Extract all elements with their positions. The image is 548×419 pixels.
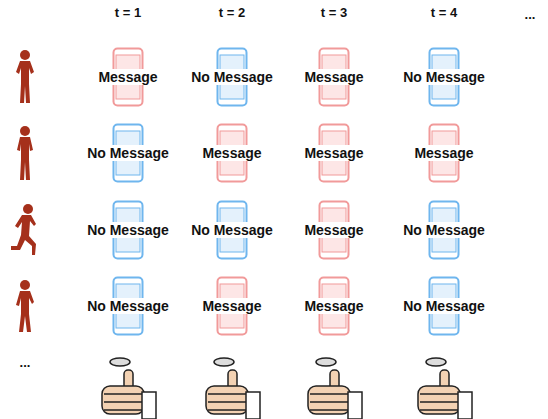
phone-box: Message [413,122,474,184]
phone-box: No Message [86,199,170,261]
phone-box: No Message [190,199,274,261]
phone-box: Message [303,199,364,261]
phone-box: No Message [86,275,170,337]
phone-label: No Message [190,222,274,238]
time-header: t = 4 [431,5,457,20]
phone-label: No Message [190,69,274,85]
coin-hands [102,358,472,419]
phone-box: Message [303,46,364,108]
phone-label: Message [303,298,364,314]
phone-box: No Message [402,275,486,337]
phone-label: Message [303,69,364,85]
phone-label: No Message [402,298,486,314]
phone-box: No Message [190,46,274,108]
phone-box: Message [201,275,262,337]
phone-box: Message [201,122,262,184]
phone-box: Message [97,46,158,108]
person-figures [11,50,36,332]
phone-label: Message [303,222,364,238]
phone-box: Message [303,275,364,337]
phone-label: Message [201,298,262,314]
phone-label: Message [97,69,158,85]
phone-box: No Message [402,46,486,108]
phone-label: No Message [86,145,170,161]
time-header: t = 2 [219,5,245,20]
time-header: t = 1 [115,5,141,20]
ellipsis: ... [525,7,536,22]
phone-label: No Message [402,69,486,85]
phone-label: Message [413,145,474,161]
time-header: t = 3 [321,5,347,20]
phone-label: No Message [86,222,170,238]
phone-box: Message [303,122,364,184]
phone-box: No Message [402,199,486,261]
phone-label: No Message [402,222,486,238]
ellipsis: ... [20,355,31,370]
phone-label: No Message [86,298,170,314]
phone-box: No Message [86,122,170,184]
phone-label: Message [201,145,262,161]
phone-label: Message [303,145,364,161]
